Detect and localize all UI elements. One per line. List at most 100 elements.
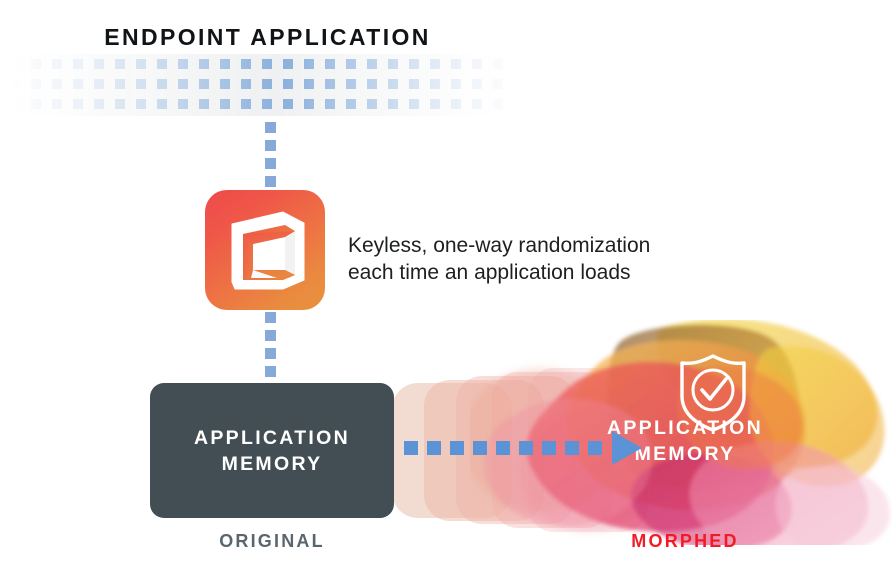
grid-cell [241,99,251,109]
grid-cell [157,99,167,109]
grid-cell [346,79,356,89]
grid-cell [325,99,335,109]
grid-cell [430,79,440,89]
grid-cell [409,99,419,109]
grid-cell [157,79,167,89]
grid-cell [31,79,41,89]
original-memory-label: APPLICATION MEMORY [194,425,350,477]
page-title: ENDPOINT APPLICATION [104,24,431,50]
dotted-line-vertical-icon [265,312,276,395]
grid-cell [325,79,335,89]
grid-cell [283,59,293,69]
grid-cell [52,99,62,109]
grid-cell [409,59,419,69]
grid-cell [115,79,125,89]
grid-cell [430,59,440,69]
grid-row [10,54,525,74]
original-label-line-2: MEMORY [221,452,323,475]
grid-cell [199,59,209,69]
arrow-dot [404,441,418,455]
grid-cell [178,99,188,109]
grid-cell [472,99,482,109]
connector-dot [265,348,276,359]
grid-cell [388,59,398,69]
note-line-2: each time an application loads [348,261,631,284]
grid-cell [493,99,503,109]
arrow-dot [519,441,533,455]
arrow-dot [565,441,579,455]
grid-cell [304,79,314,89]
connector-dot [265,366,276,377]
grid-cell [199,79,209,89]
dotted-line-vertical-icon [265,122,276,192]
grid-cell [430,99,440,109]
grid-cell [388,79,398,89]
grid-cell [220,99,230,109]
arrow-head [612,431,642,465]
grid-cell [451,99,461,109]
grid-cell [346,59,356,69]
grid-cell [493,79,503,89]
grid-cell [451,79,461,89]
connector-dot [265,122,276,133]
grid-cell [325,59,335,69]
grid-cell [472,59,482,69]
grid-cell [10,59,20,69]
grid-cell [262,79,272,89]
note-line-1: Keyless, one-way randomization [348,234,651,257]
grid-cell [451,59,461,69]
grid-cell [73,79,83,89]
grid-cell [241,59,251,69]
grid-cell [178,79,188,89]
morphed-caption: MORPHED [631,531,739,551]
connector-dot [265,312,276,323]
grid-cell [136,59,146,69]
original-label-line-1: APPLICATION [193,426,351,449]
arrow-dot [496,441,510,455]
dotted-arrow-right-icon [404,431,642,465]
grid-cell [493,59,503,69]
grid-cell [115,99,125,109]
arrow-dot [427,441,441,455]
grid-cell [262,99,272,109]
grid-cell [94,59,104,69]
grid-cell [178,59,188,69]
grid-cell [367,59,377,69]
grid-cell [52,79,62,89]
grid-cell [52,59,62,69]
grid-cell [409,79,419,89]
arrow-dot [542,441,556,455]
connector-dot [265,330,276,341]
grid-cell [31,59,41,69]
grid-row [10,94,525,114]
arrow-dot [588,441,602,455]
grid-cell [94,99,104,109]
grid-row [10,74,525,94]
grid-cell [94,79,104,89]
grid-cell [346,99,356,109]
memory-cell-grid-icon [4,50,531,120]
shield-check-icon [677,352,749,434]
grid-cell [283,99,293,109]
grid-cell [31,99,41,109]
grid-cell [199,99,209,109]
grid-cell [262,59,272,69]
grid-cell [136,79,146,89]
arrow-dot [450,441,464,455]
original-memory-box: APPLICATION MEMORY [150,383,394,518]
grid-cell [304,99,314,109]
grid-cell [220,79,230,89]
grid-cell [283,79,293,89]
grid-cell [136,99,146,109]
grid-cell [157,59,167,69]
original-caption: ORIGINAL [219,531,325,551]
grid-cell [73,99,83,109]
grid-cell [241,79,251,89]
grid-cell [73,59,83,69]
arrow-dot [473,441,487,455]
connector-dot [265,140,276,151]
grid-cell [367,99,377,109]
grid-cell [220,59,230,69]
grid-cell [388,99,398,109]
